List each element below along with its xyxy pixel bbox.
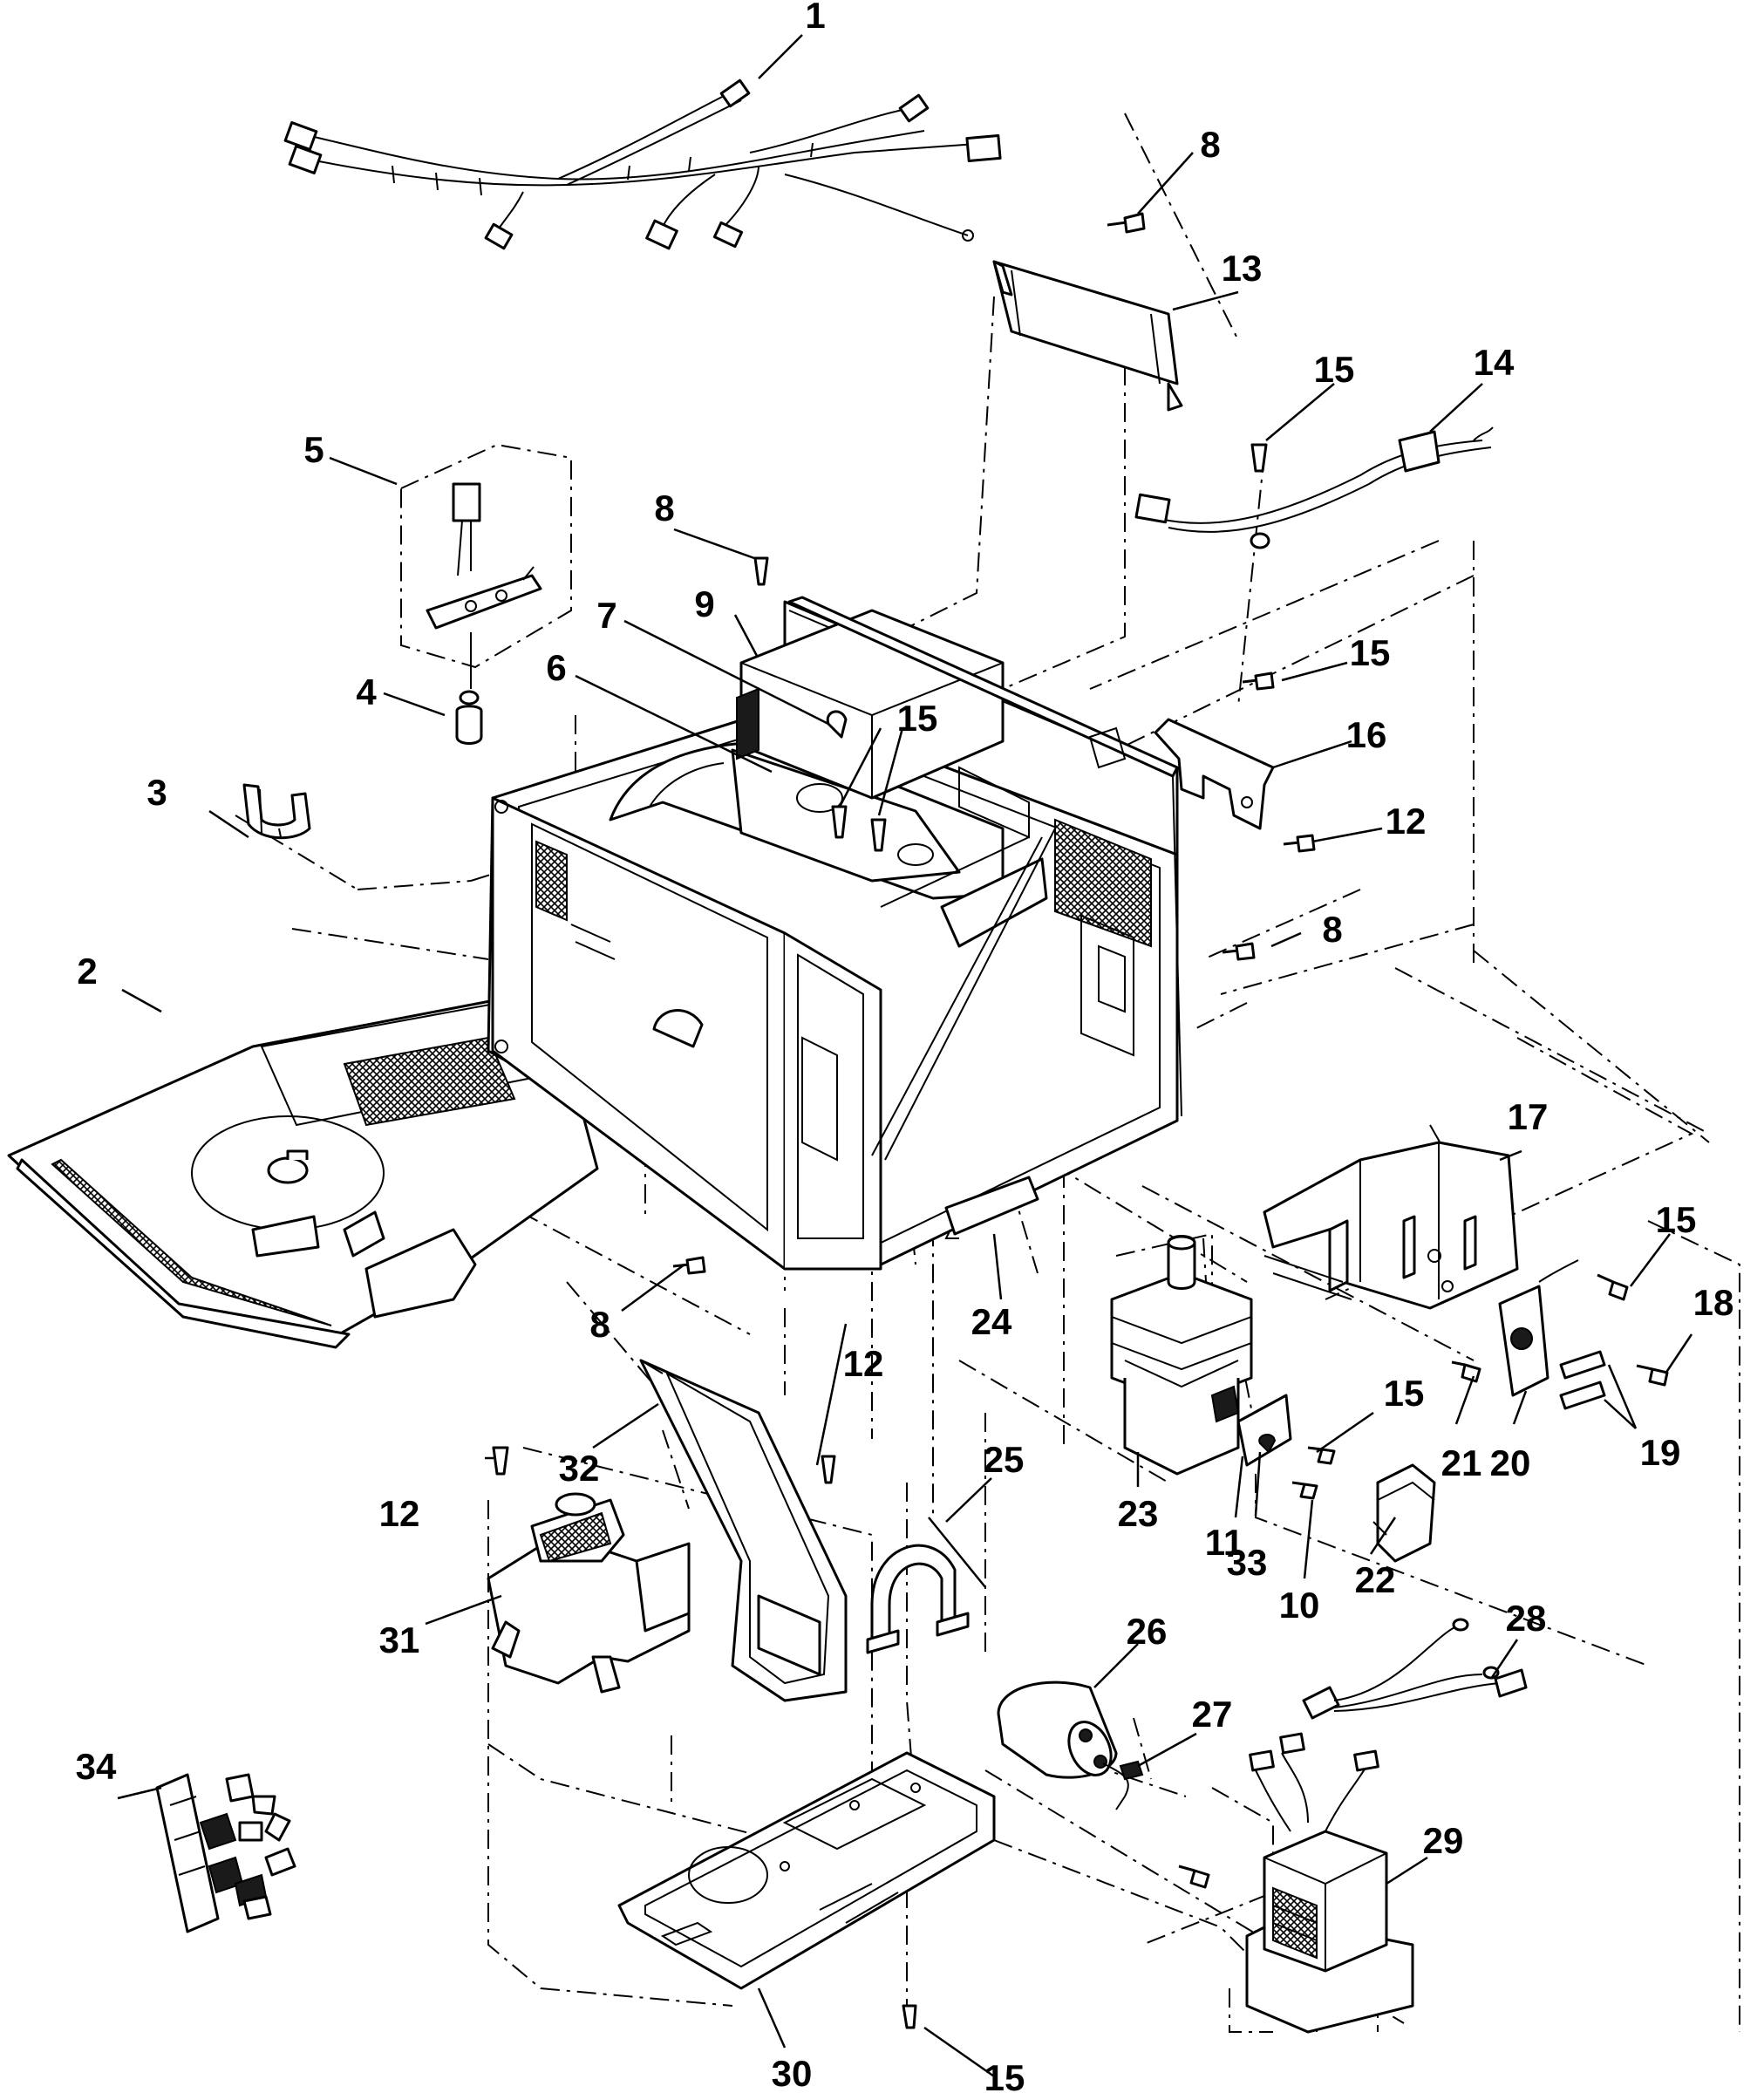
callout-5: 5 bbox=[303, 429, 324, 470]
callout-12-right: 12 bbox=[1386, 801, 1427, 842]
screws bbox=[492, 212, 1669, 2029]
fan-duct-32-part bbox=[639, 1359, 848, 1702]
callout-23: 23 bbox=[1118, 1493, 1159, 1534]
callout-32: 32 bbox=[559, 1448, 600, 1489]
callout-31: 31 bbox=[379, 1619, 420, 1660]
callout-6: 6 bbox=[546, 647, 566, 688]
duct-17-part bbox=[1263, 1141, 1519, 1310]
fuses-19-part bbox=[1559, 1350, 1606, 1410]
callout-27: 27 bbox=[1192, 1694, 1233, 1735]
callout-3: 3 bbox=[146, 772, 167, 813]
clip-3-part bbox=[242, 783, 311, 840]
bracket-11-part bbox=[1236, 1394, 1292, 1467]
capacitor-26-part bbox=[997, 1681, 1118, 1779]
callout-30: 30 bbox=[772, 2053, 813, 2093]
callout-15-duct: 15 bbox=[1656, 1199, 1697, 1240]
power-cord-part bbox=[1134, 426, 1494, 549]
callout-15-bottom: 15 bbox=[984, 2057, 1025, 2093]
callout-16: 16 bbox=[1346, 714, 1387, 755]
filter-22-part bbox=[1372, 1463, 1436, 1563]
callout-26: 26 bbox=[1127, 1611, 1168, 1652]
wire-harness-part bbox=[283, 78, 1002, 250]
callout-12-left: 12 bbox=[379, 1493, 420, 1534]
callout-24: 24 bbox=[971, 1301, 1012, 1342]
base-plate-2-part bbox=[7, 988, 599, 1349]
callout-8-upper: 8 bbox=[654, 487, 674, 528]
fan-motor-31-part bbox=[487, 1492, 691, 1694]
callout-14: 14 bbox=[1474, 342, 1515, 383]
bracket-16-part bbox=[1154, 718, 1275, 830]
callout-8-right: 8 bbox=[1322, 909, 1342, 950]
callout-18: 18 bbox=[1693, 1282, 1734, 1323]
callout-28: 28 bbox=[1506, 1598, 1547, 1639]
bracket-24-part bbox=[944, 1176, 1039, 1239]
callout-8-top: 8 bbox=[1200, 124, 1220, 165]
callout-25: 25 bbox=[984, 1439, 1025, 1480]
callout-33: 33 bbox=[1227, 1542, 1268, 1583]
callout-22: 22 bbox=[1355, 1559, 1396, 1600]
knob-4-part bbox=[455, 632, 483, 745]
callout-19: 19 bbox=[1640, 1432, 1681, 1473]
switch-assembly-5-part bbox=[400, 443, 572, 669]
callout-2: 2 bbox=[77, 951, 97, 992]
callout-1: 1 bbox=[805, 0, 825, 36]
rear-frame-part bbox=[494, 596, 1182, 1117]
callout-10: 10 bbox=[1279, 1585, 1320, 1626]
magnetron-23-part bbox=[1110, 1232, 1253, 1476]
callout-21: 21 bbox=[1441, 1442, 1482, 1483]
callout-17: 17 bbox=[1508, 1096, 1549, 1137]
diode-27-part bbox=[1102, 1760, 1144, 1810]
sub-harness-28-part bbox=[1302, 1618, 1528, 1720]
callout-4: 4 bbox=[356, 672, 377, 712]
interlock-34-part bbox=[155, 1773, 296, 1933]
callout-15-cord: 15 bbox=[1314, 349, 1355, 390]
callout-15-magnetron: 15 bbox=[1384, 1373, 1425, 1414]
callout-20: 20 bbox=[1490, 1442, 1531, 1483]
bottom-plate-30-part bbox=[617, 1751, 996, 1990]
callout-12-mid: 12 bbox=[843, 1343, 884, 1384]
callout-8-lower: 8 bbox=[589, 1304, 610, 1345]
callout-34: 34 bbox=[76, 1746, 117, 1787]
callout-29: 29 bbox=[1423, 1820, 1464, 1861]
leader-lines bbox=[117, 34, 1693, 2080]
bracket-13-part bbox=[992, 260, 1183, 412]
callout-7: 7 bbox=[596, 595, 616, 636]
callout-11: 11 bbox=[1205, 1522, 1243, 1563]
callout-13: 13 bbox=[1222, 248, 1263, 289]
callout-15-cover: 15 bbox=[1350, 632, 1391, 673]
callout-labels: 1 2 3 4 5 6 7 8 8 8 8 9 10 11 12 12 12 1… bbox=[76, 0, 1734, 2093]
u-bracket-25-part bbox=[866, 1544, 970, 1654]
thermal-cutout-20-part bbox=[1498, 1259, 1579, 1397]
callout-15-top: 15 bbox=[897, 698, 938, 739]
transformer-29-part bbox=[1245, 1732, 1414, 2034]
callout-9: 9 bbox=[694, 583, 714, 624]
